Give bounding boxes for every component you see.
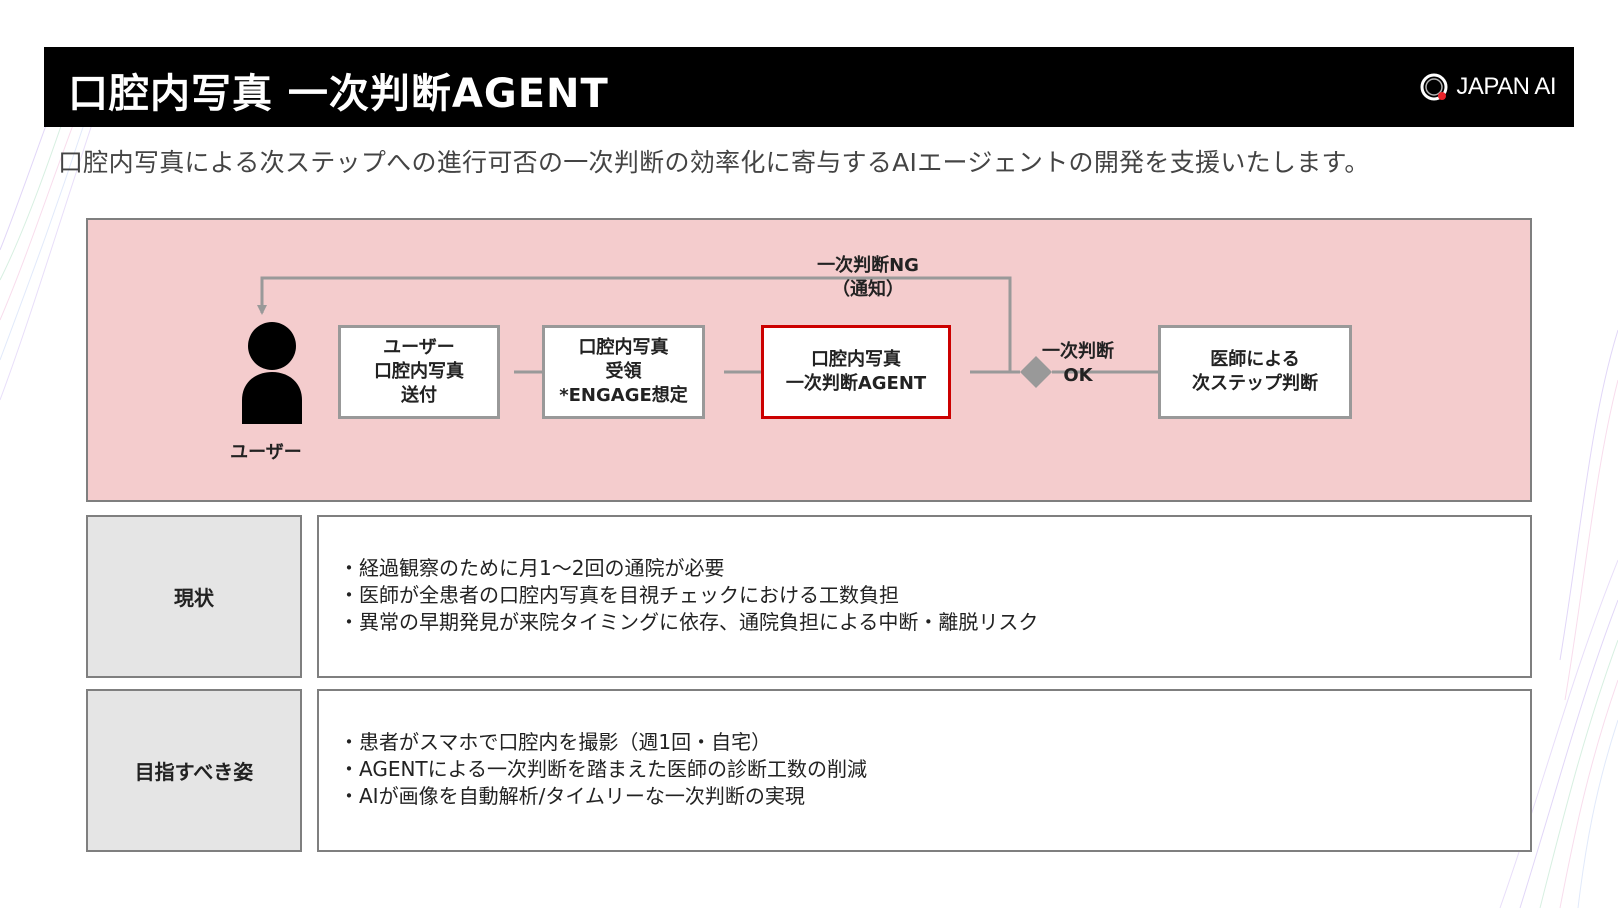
step-label: ユーザー 口腔内写真 送付 [374, 337, 464, 406]
list-item: AGENTによる一次判断を踏まえた医師の診断工数の削減 [339, 756, 1530, 783]
list-item: AIが画像を自動解析/タイムリーな一次判断の実現 [339, 783, 1530, 810]
user-icon [242, 322, 302, 424]
ok-label: 一次判断 OK [1042, 341, 1114, 386]
target-state-title: 目指すべき姿 [134, 760, 254, 784]
flow-diagram: ユーザー ユーザー 口腔内写真 送付 口腔内写真 受領 *ENGAGE想定 口腔… [86, 218, 1532, 502]
list-item: 患者がスマホで口腔内を撮影（週1回・自宅） [339, 729, 1530, 756]
step-label: 口腔内写真 受領 *ENGAGE想定 [559, 337, 688, 406]
step-judgment-agent: 口腔内写真 一次判断AGENT [761, 325, 951, 419]
current-state-list: 経過観察のために月1〜2回の通院が必要 医師が全患者の口腔内写真を目視チェックに… [339, 555, 1530, 636]
current-state-header: 現状 [86, 515, 302, 678]
target-state-body: 患者がスマホで口腔内を撮影（週1回・自宅） AGENTによる一次判断を踏まえた医… [317, 689, 1532, 852]
page-title: 口腔内写真 一次判断AGENT [68, 71, 609, 117]
step-doctor-judgment: 医師による 次ステップ判断 [1158, 325, 1352, 419]
flow-connectors [242, 276, 1172, 424]
target-state-list: 患者がスマホで口腔内を撮影（週1回・自宅） AGENTによる一次判断を踏まえた医… [339, 729, 1530, 810]
current-state-title: 現状 [174, 586, 214, 610]
page-subtitle: 口腔内写真による次ステップへの進行可否の一次判断の効率化に寄与するAIエージェン… [58, 148, 1370, 177]
list-item: 経過観察のために月1〜2回の通院が必要 [339, 555, 1530, 582]
title-bar: 口腔内写真 一次判断AGENT JAPAN AI [44, 47, 1574, 127]
step-photo-receive: 口腔内写真 受領 *ENGAGE想定 [542, 325, 705, 419]
ng-label: 一次判断NG （通知） [817, 255, 919, 300]
list-item: 医師が全患者の口腔内写真を目視チェックにおける工数負担 [339, 582, 1530, 609]
user-label: ユーザー [230, 442, 302, 463]
decision-diamond-icon [1020, 356, 1052, 388]
target-state-header: 目指すべき姿 [86, 689, 302, 852]
logo-text: JAPAN AI [1456, 73, 1556, 100]
list-item: 異常の早期発見が来院タイミングに依存、通院負担による中断・離脱リスク [339, 609, 1530, 636]
company-logo: JAPAN AI [1418, 69, 1556, 105]
step-label: 医師による 次ステップ判断 [1192, 349, 1318, 394]
step-label: 口腔内写真 一次判断AGENT [785, 349, 927, 394]
step-user-send-photo: ユーザー 口腔内写真 送付 [338, 325, 500, 419]
current-state-body: 経過観察のために月1〜2回の通院が必要 医師が全患者の口腔内写真を目視チェックに… [317, 515, 1532, 678]
connector-ng-feedback [257, 276, 1012, 372]
logo-ring-icon [1420, 73, 1448, 101]
